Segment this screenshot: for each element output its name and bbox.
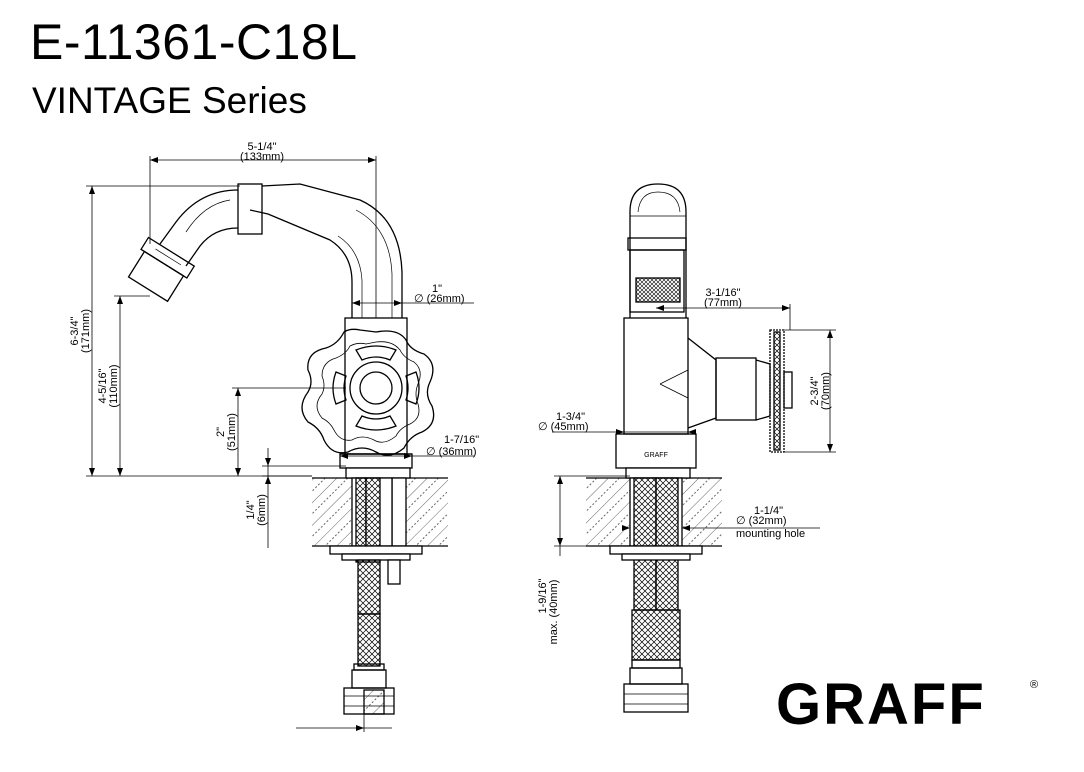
- spout-dia-in: 1": [432, 283, 442, 295]
- handle-height-in: 2": [215, 427, 227, 437]
- page-title: E-11361-C18L: [30, 14, 358, 70]
- base-dia-in: 1-7/16": [444, 434, 479, 446]
- width-dim-mm: (133mm): [240, 151, 284, 163]
- deck-mm: max. (40mm): [548, 580, 560, 645]
- hole-dia-in: 1-1/4": [754, 505, 783, 517]
- reach-in: 3-1/16": [705, 287, 740, 299]
- side-view: [586, 183, 793, 713]
- total-height-mm: (171mm): [80, 309, 92, 353]
- total-height-in: 6-3/4": [69, 316, 81, 345]
- graff-logo: GRAFF: [776, 672, 986, 737]
- side-arrows: [557, 305, 833, 546]
- base-thick-mm: (6mm): [256, 494, 268, 526]
- handle-dia-in: 2-3/4": [809, 376, 821, 405]
- hole-dia-mm: ∅ (32mm): [736, 515, 787, 527]
- front-dimensions: [86, 156, 474, 732]
- width-dim-in: 5-1/4": [248, 141, 277, 153]
- handle-dia-mm: (70mm): [820, 372, 832, 410]
- body-logo-mark: GRAFF: [644, 452, 668, 459]
- series-subtitle: VINTAGE Series: [32, 80, 307, 121]
- front-view: [127, 183, 448, 715]
- body-dia-in: 1-3/4": [556, 411, 585, 423]
- spout-height-mm: (110mm): [108, 364, 120, 407]
- handle-height-mm: (51mm): [226, 413, 238, 451]
- registered-mark: ®: [1030, 679, 1038, 691]
- deck-in: 1-9/16": [537, 578, 549, 613]
- body-dia-mm: ∅ (45mm): [538, 421, 589, 433]
- spout-dia-mm: ∅ (26mm): [414, 293, 465, 305]
- front-arrows: [89, 157, 412, 731]
- base-thick-in: 1/4": [245, 500, 257, 519]
- spout-height-in: 4-5/16": [97, 368, 109, 403]
- base-dia-mm: ∅ (36mm): [426, 446, 477, 458]
- reach-mm: (77mm): [704, 297, 742, 309]
- hole-label: mounting hole: [736, 528, 805, 540]
